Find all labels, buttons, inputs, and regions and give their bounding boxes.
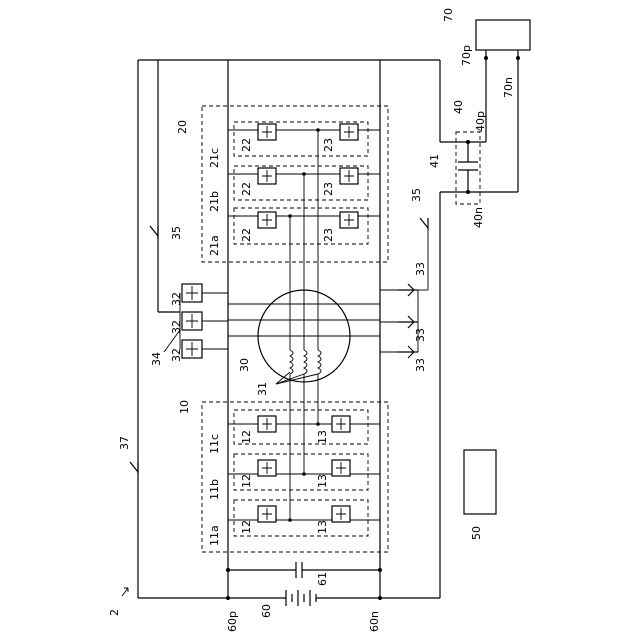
relay-37 (130, 462, 138, 474)
label-33-mid: 33 (414, 328, 427, 342)
label-23-b: 23 (322, 182, 335, 196)
label-21b: 21b (208, 191, 221, 212)
label-12-a: 12 (240, 520, 253, 534)
label-21a: 21a (208, 235, 221, 256)
switch-32-bot (182, 340, 202, 358)
switch-22-a (258, 212, 276, 228)
label-40n: 40n (472, 207, 485, 228)
label-35-right: 35 (410, 188, 423, 202)
switch-23-a (340, 212, 358, 228)
inverter-10 (202, 402, 388, 552)
label-50: 50 (470, 526, 483, 540)
label-20: 20 (176, 120, 189, 134)
relay-35-right (420, 218, 428, 230)
label-11b: 11b (208, 479, 221, 500)
relay-35-left (150, 226, 158, 238)
label-41: 41 (428, 154, 441, 168)
switch-12-c (258, 416, 276, 432)
label-33-top: 33 (414, 262, 427, 276)
label-12-c: 12 (240, 430, 253, 444)
label-2: 2 (108, 609, 121, 616)
winding-31 (290, 350, 321, 374)
switch-23-b (340, 168, 358, 184)
label-30: 30 (238, 358, 251, 372)
label-32-bot: 32 (170, 348, 183, 362)
switch-22-c (258, 124, 276, 140)
label-13-c: 13 (316, 430, 329, 444)
switch-13-c (332, 416, 350, 432)
label-11c: 11c (208, 434, 221, 454)
controller-50 (464, 450, 496, 514)
label-33-bot: 33 (414, 358, 427, 372)
label-23-c: 23 (322, 138, 335, 152)
label-40p: 40p (474, 111, 487, 132)
label-60p: 60p (226, 611, 239, 632)
switch-32-mid (182, 312, 202, 330)
label-13-b: 13 (316, 474, 329, 488)
label-35-left: 35 (170, 226, 183, 240)
switch-33-bot (398, 346, 418, 358)
label-70: 70 (442, 8, 455, 22)
switch-22-b (258, 168, 276, 184)
label-31: 31 (256, 382, 269, 396)
label-61: 61 (316, 572, 329, 586)
label-22-a: 22 (240, 228, 253, 242)
inverter-20 (202, 60, 388, 598)
label-32-mid: 32 (170, 320, 183, 334)
battery-60 (226, 590, 382, 606)
switch-13-b (332, 460, 350, 476)
label-11a: 11a (208, 525, 221, 546)
label-60n: 60n (368, 611, 381, 632)
label-12-b: 12 (240, 474, 253, 488)
switch-12-b (258, 460, 276, 476)
label-70p: 70p (460, 45, 473, 66)
switch-33-top (398, 284, 418, 296)
label-37: 37 (118, 436, 131, 450)
label-23-a: 23 (322, 228, 335, 242)
label-10: 10 (178, 400, 191, 414)
switch-32-top (182, 284, 202, 302)
label-32-top: 32 (170, 292, 183, 306)
label-13-a: 13 (316, 520, 329, 534)
smoothing-capacitor-61 (226, 562, 382, 578)
load-device-70 (468, 20, 530, 192)
label-60: 60 (260, 604, 273, 618)
label-22-c: 22 (240, 138, 253, 152)
label-34: 34 (150, 352, 163, 366)
label-21c: 21c (208, 148, 221, 168)
label-40: 40 (452, 100, 465, 114)
switch-13-a (332, 506, 350, 522)
switch-23-c (340, 124, 358, 140)
capacitor-module-40 (456, 132, 480, 204)
load-device-box (476, 20, 530, 50)
label-70n: 70n (502, 77, 515, 98)
switch-12-a (258, 506, 276, 522)
switch-33-mid (398, 316, 418, 328)
label-22-b: 22 (240, 182, 253, 196)
